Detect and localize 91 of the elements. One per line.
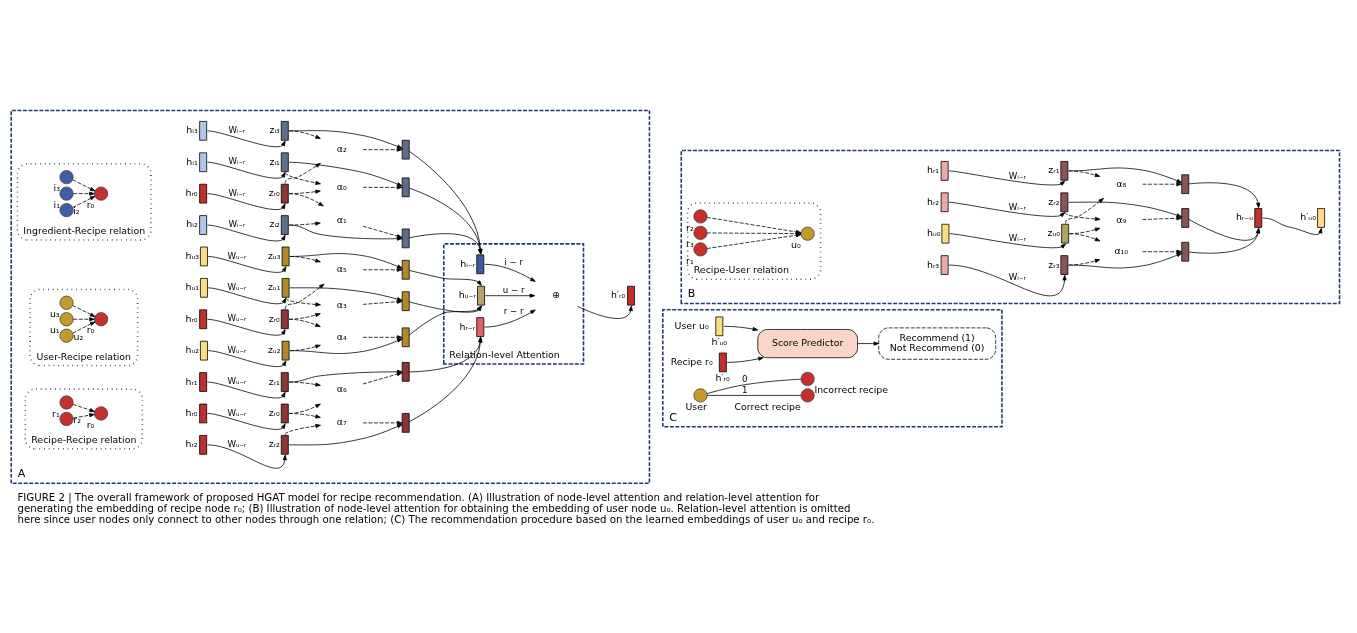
node-label: i₂	[73, 205, 80, 217]
edge-label: Wᵢ₋ᵣ	[1008, 170, 1026, 181]
edge-label: Wᵤ₋ᵣ	[227, 282, 247, 293]
node-label: zᵤ₀	[1047, 227, 1061, 239]
node-text: α₂	[336, 143, 347, 155]
node-label: User	[685, 400, 707, 412]
node-label: r₀	[86, 418, 95, 430]
node-label: Recipe r₀	[670, 355, 713, 367]
node-label: zᵣ₁	[268, 375, 280, 387]
node-label: r₀	[86, 198, 95, 210]
node-label: r₀	[86, 324, 95, 336]
node-label: hᵤ₂	[185, 344, 200, 356]
node-label: zᵣ₃	[1048, 258, 1060, 270]
node-label: u₃	[49, 307, 60, 319]
edge-label: 0	[742, 373, 748, 384]
node-text: α₈	[1116, 177, 1127, 189]
node-label: h′ᵤ₀	[711, 335, 728, 347]
node-label: hᵤ₃	[185, 249, 200, 261]
node-label: r₁	[52, 407, 60, 419]
node-text: ⊕	[552, 289, 560, 301]
node-label: u₀	[791, 238, 801, 250]
edge-label: Wᵤ₋ᵣ	[227, 376, 247, 387]
node-text: α₀	[336, 180, 347, 192]
node-label: zᵣ₀	[268, 406, 280, 418]
node-label: zᵢ₂	[269, 218, 280, 230]
node-text: α₅	[336, 263, 347, 275]
node-label: u₁	[49, 324, 60, 336]
node-label: h′ᵣ₀	[610, 289, 626, 301]
node-label: hᵣ₀	[185, 406, 198, 418]
node-label: Correct recipe	[734, 400, 801, 412]
edge-label: Wᵢ₋ᵣ	[228, 219, 246, 230]
node-label: User u₀	[674, 319, 709, 331]
node-label: h′ᵣ₀	[715, 371, 730, 383]
node-label: zᵣ₀	[268, 187, 280, 199]
edge-label: Wᵢ₋ᵣ	[228, 125, 246, 136]
node-label: r₂	[686, 221, 694, 233]
node-label: r₂	[73, 413, 81, 425]
node-label: zᵤ₂	[267, 344, 281, 356]
edge-label: r − r	[503, 305, 524, 316]
node-label: r₃	[686, 238, 694, 250]
node-label: h′ᵤ₀	[1300, 211, 1316, 223]
node-label: r₁	[686, 254, 694, 266]
node-text: α₃	[336, 299, 347, 311]
edge-label: Wᵤ₋ᵣ	[227, 250, 247, 261]
node-label: zᵣ₂	[1048, 195, 1060, 207]
node-label: zᵢ₁	[269, 155, 280, 167]
node-label: i₃	[53, 182, 60, 194]
node-text: α₇	[336, 416, 347, 428]
node-label: hᵣ₂	[185, 438, 198, 450]
node-label: zᵣ₀	[268, 312, 280, 324]
edge-label: Wᵢ₋ᵣ	[1008, 271, 1026, 282]
node-label: hᵢ₁	[186, 155, 198, 167]
node-label: hᵣ₂	[926, 195, 940, 207]
node-label: hᵤ₋ᵣ	[458, 289, 476, 301]
node-label: zᵢ₃	[269, 124, 280, 136]
node-label: hᵢ₃	[186, 124, 198, 136]
node-label: hᵣ₁	[185, 375, 198, 387]
node-label: Incorrect recipe	[814, 384, 889, 396]
node-label: hᵣ₋ᵣ	[459, 320, 476, 332]
node-text: α₆	[336, 383, 347, 395]
node-label: hᵣ₀	[185, 187, 198, 199]
node-label: hᵢ₂	[186, 218, 198, 230]
edge-label: Wᵢ₋ᵣ	[1008, 233, 1026, 244]
edge-label: Wᵢ₋ᵣ	[228, 187, 246, 198]
node-label: u₂	[73, 330, 84, 342]
node-label: hᵣ₋ᵤ	[1235, 211, 1254, 223]
node-text: α₉	[1116, 213, 1127, 225]
edge-label: Wᵤ₋ᵣ	[227, 313, 247, 324]
node-label: hᵢ₋ᵣ	[460, 257, 476, 269]
edge-label: Wᵢ₋ᵣ	[228, 156, 246, 167]
node-label: zᵣ₂	[268, 438, 280, 450]
edge-label: Wᵤ₋ᵣ	[227, 407, 247, 418]
node-text: α₁	[336, 213, 347, 225]
node-label: zᵤ₃	[267, 249, 281, 261]
edge-label: Wᵤ₋ᵣ	[227, 439, 247, 450]
node-label: zᵣ₁	[1048, 164, 1060, 176]
node-label: i₁	[53, 198, 60, 210]
node-text: α₁₀	[1114, 245, 1129, 257]
node-label: hᵤ₀	[926, 227, 941, 239]
node-label: hᵣ₀	[185, 312, 198, 324]
edge-label: Wᵢ₋ᵣ	[1008, 201, 1026, 212]
caption: FIGURE 2 | The overall framework of proposed HGAT model for recipe recommendation. (A) Illustration of node-level attention and relation-level attention for generating the embedding of recipe node r₀; (B) Illustration of node-level attention for obtaining the embedding of user node u₀. Relation-level attention is omitted here since user nodes only connect to other nodes through one relation; (C) The recommendation procedure based on the learned embeddings of user u₀ and recipe r₀.	[17, 491, 875, 525]
edge-label: 1	[742, 384, 748, 395]
node-label: hᵣ₃	[926, 258, 940, 270]
node-text: α₄	[336, 330, 347, 342]
edge-label: Wᵤ₋ᵣ	[227, 344, 247, 355]
node-label: hᵣ₁	[926, 164, 940, 176]
edge-label: i − r	[504, 256, 523, 267]
node-label: hᵤ₁	[185, 281, 200, 293]
node-label: zᵤ₁	[267, 281, 281, 293]
edge-label: u − r	[502, 285, 525, 296]
